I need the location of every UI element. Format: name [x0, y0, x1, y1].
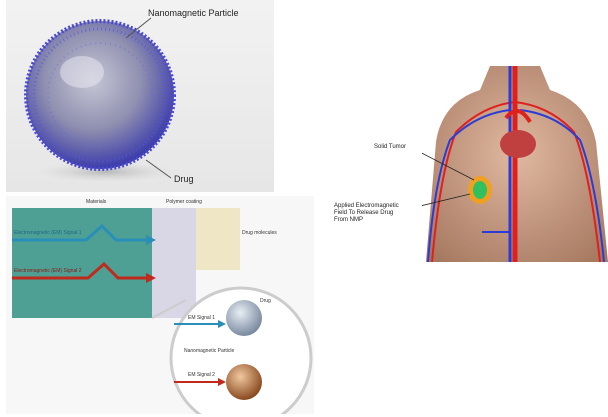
drug-label-diagram: Drug	[260, 298, 271, 304]
em2-label: EM Signal 2	[188, 372, 215, 378]
em-signal-2-label: Electromagnetic (EM) Signal 2	[14, 268, 82, 274]
drug-molecules-label: Drug molecules	[242, 230, 277, 236]
nanoparticle-illustration	[6, 0, 274, 192]
nanomagnetic-particle-label-diagram: Nanomagnetic Particle	[184, 348, 234, 354]
em-signal-1-label: Electromagnetic (EM) Signal 1	[14, 230, 82, 236]
applied-field-line-3: From NMP	[334, 217, 399, 224]
human-body-illustration	[422, 62, 608, 262]
polymer-coating-label: Polymer coating	[166, 199, 202, 205]
em1-label: EM Signal 1	[188, 315, 215, 321]
release-diagram-image: Materials Polymer coating Drug molecules…	[6, 196, 314, 414]
applied-field-label: Applied Electromagnetic Field To Release…	[334, 203, 399, 224]
release-diagram-illustration	[6, 196, 314, 414]
human-body-image	[422, 62, 608, 262]
applied-field-line-1: Applied Electromagnetic	[334, 203, 399, 210]
materials-label: Materials	[86, 199, 106, 205]
nanomagnetic-particle-label: Nanomagnetic Particle	[148, 8, 239, 18]
nanoparticle-image: Nanomagnetic Particle Drug	[6, 0, 274, 192]
drug-label: Drug	[174, 174, 194, 184]
applied-field-line-2: Field To Release Drug	[334, 210, 399, 217]
solid-tumor-label: Solid Tumor	[374, 144, 406, 150]
